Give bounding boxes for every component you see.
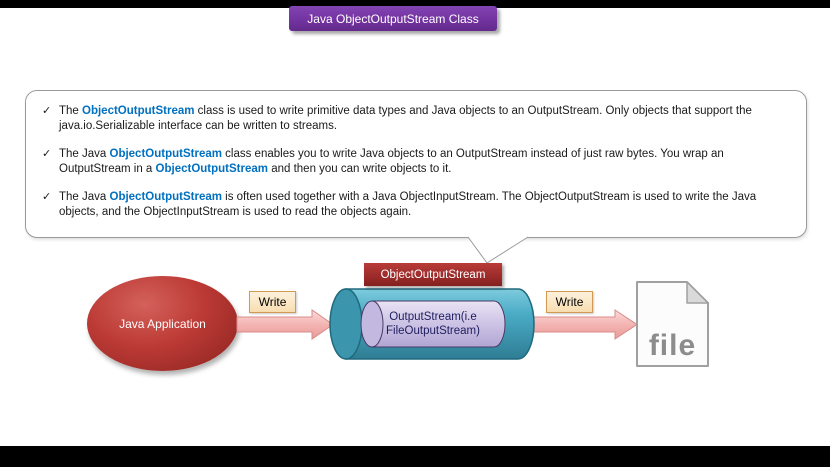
bullet-item: ✓ The ObjectOutputStream class is used to… (42, 104, 786, 134)
check-icon: ✓ (42, 148, 52, 160)
write-label-1: Write (249, 291, 296, 313)
bullet-text: The (59, 105, 83, 117)
bullet-text: The Java (59, 191, 110, 203)
outputstream-cylinder-label: OutputStream(i.e FileOutputStream) (386, 311, 480, 337)
write-arrow-2-icon (532, 309, 638, 340)
bullet-text: class is used to write primitive data ty… (59, 105, 752, 132)
bullet-item: ✓ The Java ObjectOutputStream class enabl… (42, 147, 786, 177)
check-icon: ✓ (42, 191, 52, 203)
highlight-text: ObjectOutputStream (109, 148, 222, 160)
write-label-2: Write (546, 291, 593, 313)
highlight-text: ObjectOutputStream (109, 191, 222, 203)
top-black-bar (0, 0, 830, 8)
bullet-text: class enables you to write Java objects … (59, 148, 724, 175)
highlight-text: ObjectOutputStream (82, 105, 195, 117)
file-label: file (648, 329, 697, 362)
speech-bubble: ✓ The ObjectOutputStream class is used to… (25, 90, 807, 238)
bullet-text: and then you can write objects to it. (268, 163, 452, 175)
bubble-tail-icon (467, 236, 529, 264)
bullet-list: ✓ The ObjectOutputStream class is used to… (42, 104, 786, 220)
java-application-label: Java Application (119, 316, 206, 331)
highlight-text: ObjectOutputStream (155, 163, 268, 175)
java-application-ellipse: Java Application (87, 276, 238, 371)
write-arrow-1-icon (236, 309, 334, 340)
objectoutputstream-box: ObjectOutputStream (364, 263, 502, 286)
bottom-black-bar (0, 446, 830, 467)
bullet-item: ✓ The Java ObjectOutputStream is often us… (42, 190, 786, 220)
page-title: Java ObjectOutputStream Class (289, 6, 497, 31)
bullet-text: The Java (59, 148, 110, 160)
bullet-text: is often used together with a Java Objec… (59, 191, 757, 218)
check-icon: ✓ (42, 105, 52, 117)
